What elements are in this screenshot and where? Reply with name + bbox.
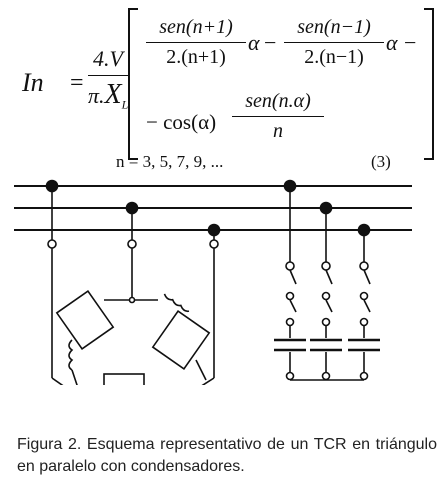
thyristor-pair <box>103 373 145 385</box>
term1-numerator: sen(n+1) <box>159 16 233 38</box>
coefficient-fraction: 4.V π.XL <box>88 46 128 112</box>
fuse-contact <box>47 239 57 249</box>
bus-node <box>125 201 139 215</box>
term2-denominator: 2.(n−1) <box>304 46 364 68</box>
switch <box>363 299 371 313</box>
fuse-contact <box>209 239 219 249</box>
right-bracket <box>424 8 434 160</box>
switch <box>289 269 297 285</box>
bus-node <box>283 179 297 193</box>
switch <box>325 299 333 313</box>
switch <box>289 299 297 313</box>
minus-1: − <box>264 30 277 55</box>
alpha-2: α <box>386 30 398 55</box>
switch <box>325 269 333 285</box>
equals-sign: = <box>70 70 84 96</box>
tcr-circuit-diagram <box>14 179 412 385</box>
left-bracket <box>128 8 138 160</box>
equation-lhs: In <box>22 68 44 97</box>
n-values: n = 3, 5, 7, 9, ... <box>116 152 224 171</box>
term2-numerator: sen(n−1) <box>297 16 371 38</box>
equation-3: In = 4.V π.XL sen(n+1) 2.(n+1) α − sen(n… <box>0 0 445 175</box>
coefficient-denominator: π.XL <box>88 79 128 112</box>
pi-symbol: π. <box>88 83 105 108</box>
capacitor-bank <box>274 179 380 381</box>
reactor-coil <box>68 339 74 371</box>
switch <box>363 269 371 285</box>
bus-node <box>207 223 221 237</box>
fuse-contact <box>127 239 137 249</box>
figure-caption: Figura 2. Esquema representativo de un T… <box>17 436 437 475</box>
equation-number: (3) <box>371 152 391 171</box>
bus-node <box>45 179 59 193</box>
bus-node <box>357 223 371 237</box>
reactor-coil <box>163 293 190 313</box>
thyristor-pair <box>55 289 115 351</box>
bus-node <box>319 201 333 215</box>
term3-fraction: sen(n.α) n <box>232 90 324 143</box>
term1-denominator: 2.(n+1) <box>166 46 226 68</box>
cos-term: − cos(α) <box>146 110 217 134</box>
reactance-subscript: L <box>121 97 129 112</box>
coefficient-numerator: 4.V <box>93 46 123 71</box>
tcr-delta <box>45 179 221 385</box>
term3-denominator: n <box>273 120 283 142</box>
term2-fraction: sen(n−1) 2.(n−1) <box>284 16 384 69</box>
minus-2: − <box>404 30 417 55</box>
term1-fraction: sen(n+1) 2.(n+1) <box>146 16 246 69</box>
reactance-symbol: X <box>104 79 122 110</box>
term3-numerator: sen(n.α) <box>245 90 311 112</box>
alpha-1: α <box>248 30 260 55</box>
thyristor-pair <box>151 309 211 371</box>
